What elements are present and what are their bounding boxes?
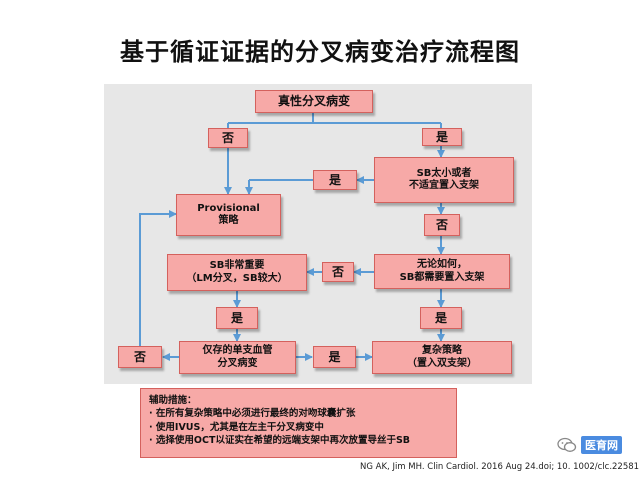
single-branch-box: 仅存的单支血管 分叉病变 (179, 341, 296, 374)
single-branch-line2: 分叉病变 (217, 357, 258, 369)
no-right-box: 否 (322, 262, 354, 282)
no-top-box: 否 (208, 128, 248, 148)
aux-item: · 在所有复杂策略中必须进行最终的对吻球囊扩张 (149, 408, 356, 420)
aux-item: · 选择使用OCT以证实在希望的远端支架中再次放置导丝于SB (149, 435, 411, 447)
sb-small-line2: 不适宜置入支架 (409, 180, 479, 191)
complex-line2: （置入双支架） (407, 357, 477, 369)
yes-left-box: 是 (216, 307, 258, 329)
regardless-line2: SB都需要置入支架 (399, 271, 485, 283)
single-branch-line1: 仅存的单支血管 (202, 345, 273, 356)
yes-left-label: 是 (230, 310, 243, 325)
sb-important-line2: （LM分叉，SB较大） (186, 272, 288, 284)
auxiliary-measures-box: 辅助措施： · 在所有复杂策略中必须进行最终的对吻球囊扩张 · 使用IVUS，尤… (140, 388, 457, 458)
complex-strategy-box: 复杂策略 （置入双支架） (372, 341, 512, 374)
aux-heading: 辅助措施： (149, 395, 197, 406)
sb-small-line1: SB太小或者 (416, 167, 472, 179)
watermark: 医育网 (557, 436, 622, 454)
no-mid-box: 否 (424, 214, 460, 236)
sb-small-box: SB太小或者 不适宜置入支架 (374, 157, 514, 203)
yes-bottom-box: 是 (313, 346, 356, 368)
watermark-text: 医育网 (581, 436, 622, 454)
regardless-box: 无论如何， SB都需要置入支架 (374, 254, 510, 289)
arrow-no-to-provisional-loop (139, 210, 177, 346)
no-top-label: 否 (221, 130, 234, 145)
no-right-label: 否 (331, 264, 344, 279)
sb-important-line1: SB非常重要 (209, 260, 265, 271)
no-left-box: 否 (118, 346, 162, 368)
yes-mid-label: 是 (328, 172, 341, 187)
page-title: 基于循证证据的分叉病变治疗流程图 (120, 38, 520, 66)
citation: NG AK, Jim MH. Clin Cardiol. 2016 Aug 24… (360, 462, 640, 472)
complex-line1: 复杂策略 (422, 345, 462, 356)
provisional-line2: 策略 (218, 215, 239, 226)
no-mid-label: 否 (435, 217, 448, 232)
sb-important-box: SB非常重要 （LM分叉，SB较大） (167, 254, 307, 291)
yes-top-box: 是 (422, 128, 462, 146)
provisional-line1: Provisional (197, 202, 260, 214)
yes-bottom-label: 是 (328, 349, 341, 364)
yes-mid-box: 是 (313, 170, 357, 190)
no-left-label: 否 (133, 349, 146, 364)
provisional-box: Provisional 策略 (176, 194, 281, 236)
regardless-line1: 无论如何， (417, 259, 467, 270)
aux-item: · 使用IVUS，尤其是在左主干分叉病变中 (149, 421, 324, 433)
true-bifurcation-label: 真性分叉病变 (277, 94, 350, 108)
true-bifurcation-box: 真性分叉病变 (255, 90, 373, 113)
yes-top-label: 是 (435, 129, 448, 144)
yes-right-box: 是 (420, 307, 462, 329)
wechat-icon (557, 437, 577, 452)
yes-right-label: 是 (434, 310, 447, 325)
